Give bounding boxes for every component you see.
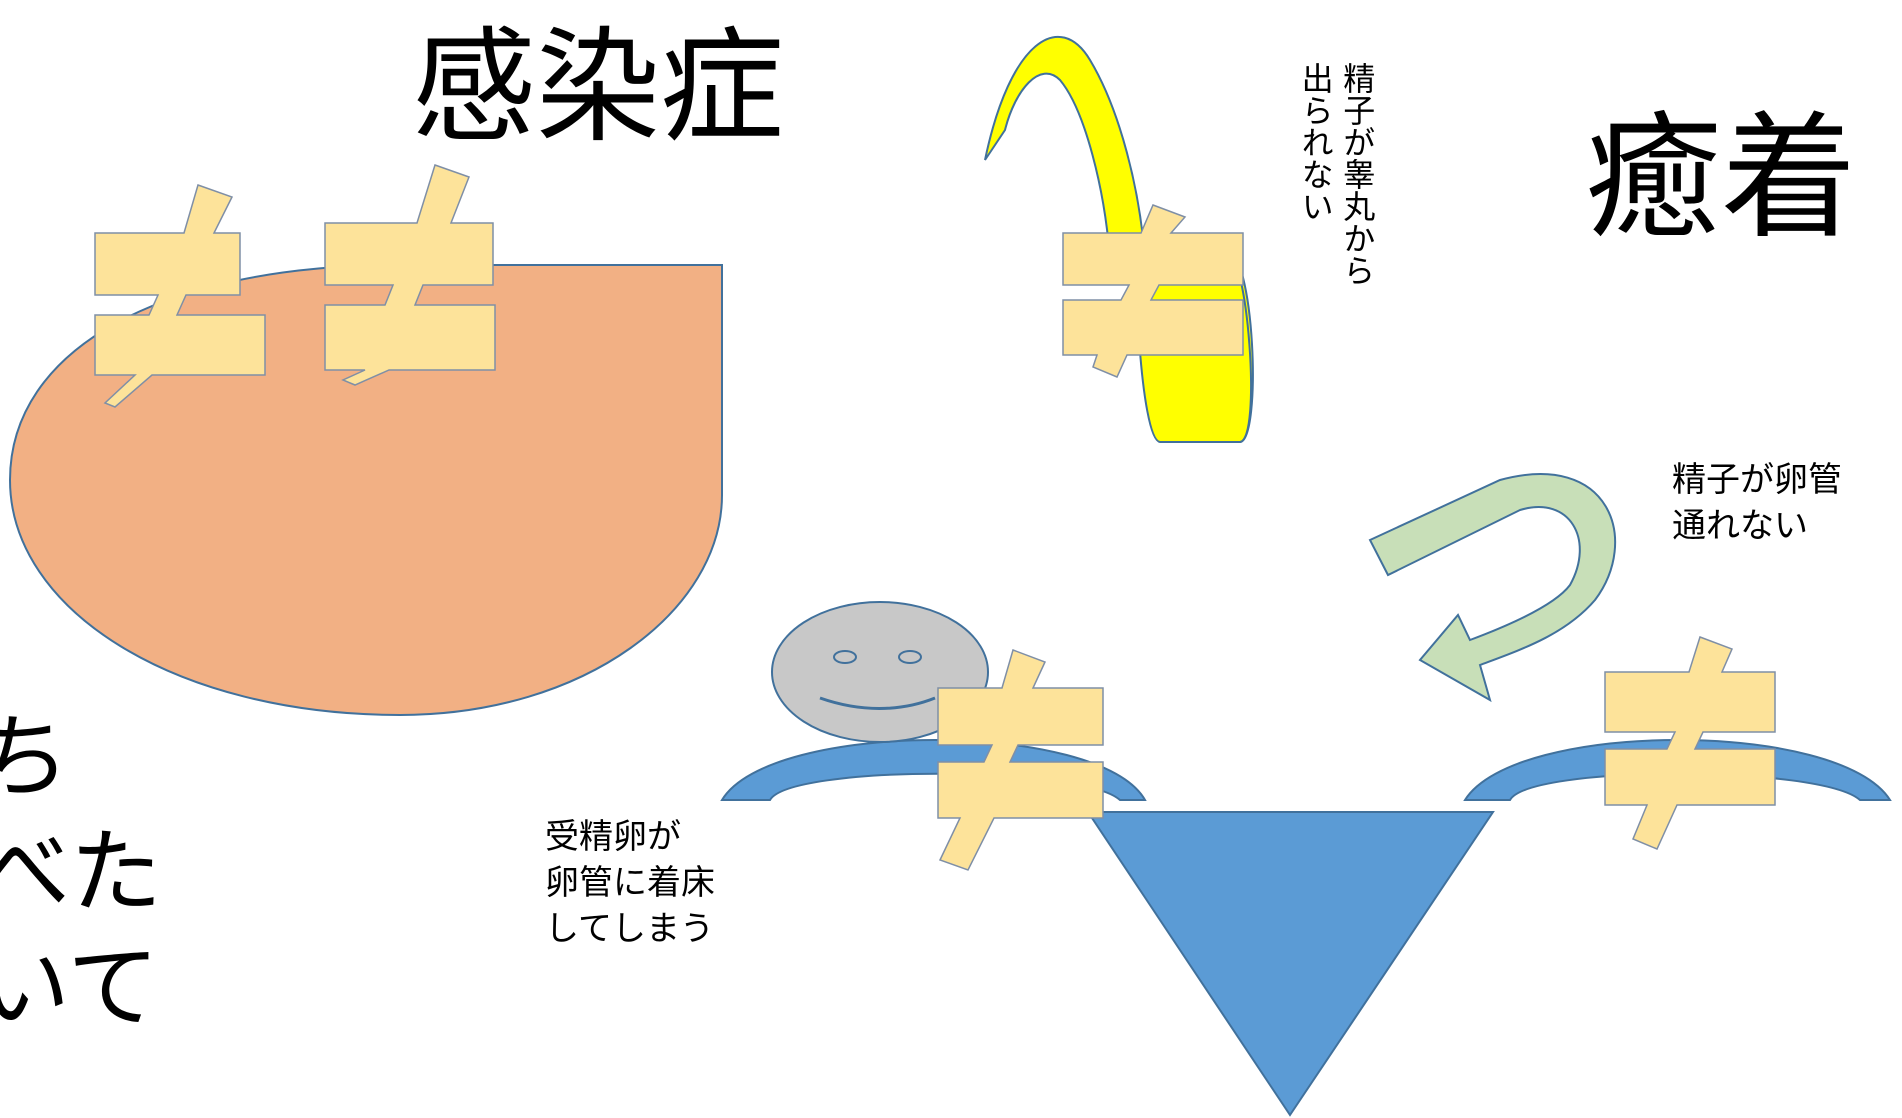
blue-inverted-triangle	[1086, 811, 1495, 1117]
sperm-mark-4	[937, 649, 1104, 871]
blue-arc-left	[720, 739, 1147, 801]
title-infection: 感染症	[412, 16, 785, 160]
sperm-mark-2	[324, 164, 496, 386]
sperm-mark-5	[1604, 636, 1776, 850]
smiley-face-icon	[771, 601, 989, 743]
sperm-mark-1	[94, 184, 266, 408]
note-sperm-cannot-leave-testis: 精子が睾丸から 出られない	[1296, 62, 1377, 286]
side-body-text: ち べた いて	[0, 704, 163, 1041]
sperm-mark-3	[1062, 204, 1244, 378]
title-adhesion: 癒着	[1585, 100, 1857, 258]
note-sperm-cannot-pass-tube: 精子が卵管 通れない	[1672, 460, 1842, 546]
yellow-hook-shape	[984, 35, 1147, 261]
note-fertilized-egg-implants-in-tube: 受精卵が 卵管に着床 してしまう	[545, 817, 715, 949]
green-return-arrow	[1368, 473, 1617, 703]
